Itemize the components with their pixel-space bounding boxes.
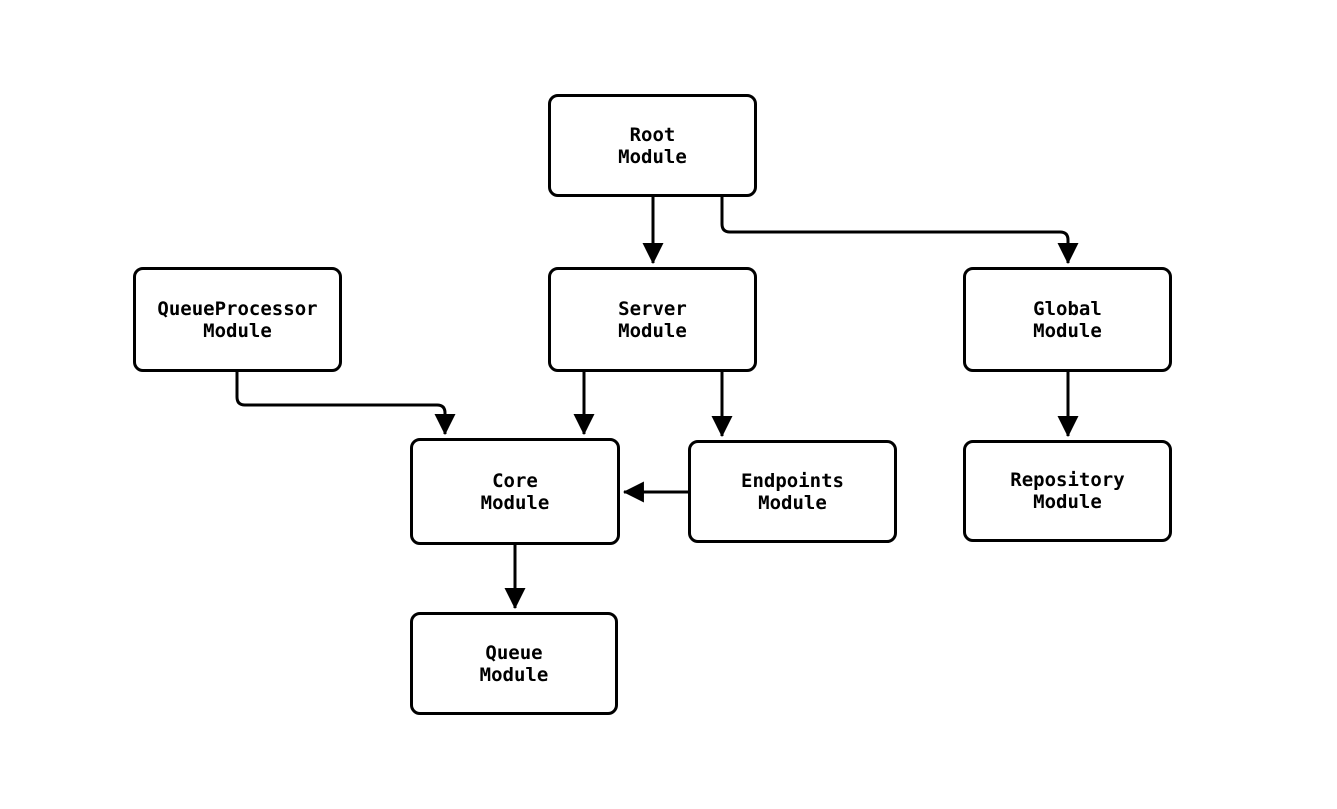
edge-queueprocessor-to-core [235, 372, 456, 436]
edge-root-to-global [720, 197, 1079, 265]
edges-group [235, 197, 1079, 610]
